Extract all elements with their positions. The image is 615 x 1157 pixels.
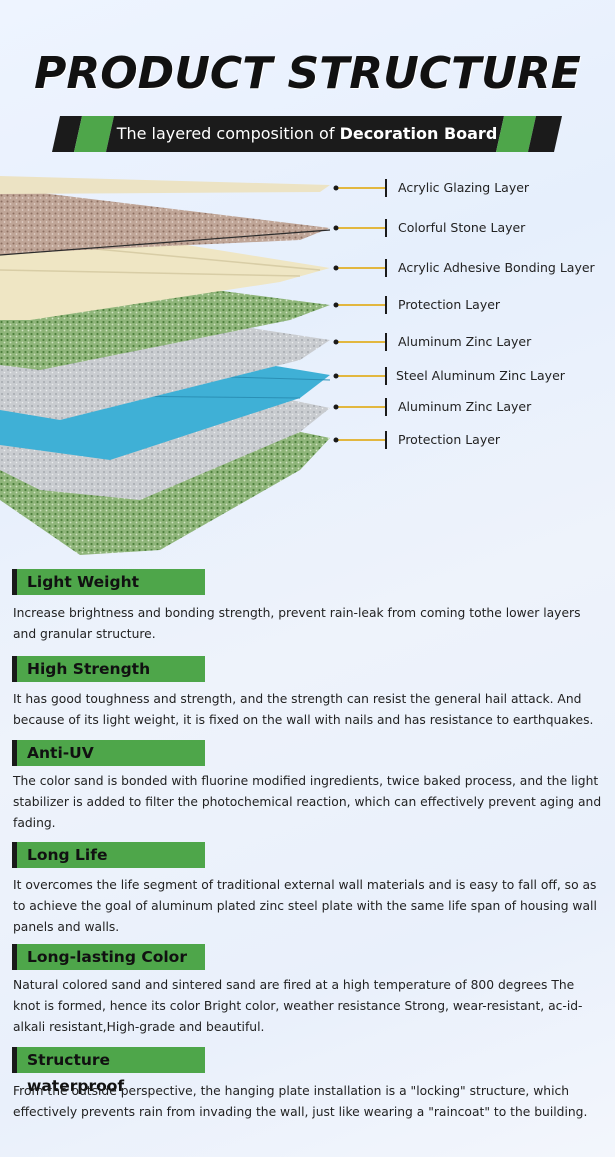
feature-description: Increase brightness and bonding strength… [13, 606, 581, 641]
feature-description: From the outside perspective, the hangin… [13, 1084, 588, 1119]
page-title: PRODUCT STRUCTURE [34, 48, 581, 99]
feature-heading: Anti-UV [12, 740, 205, 766]
feature-description: The color sand is bonded with fluorine m… [13, 774, 602, 830]
layer-label-acrylic-adhesive: Acrylic Adhesive Bonding Layer [398, 260, 595, 275]
banner-text-prefix: The layered composition of [116, 124, 340, 143]
banner-shape [52, 116, 562, 152]
layer-label-aluminum-zinc-1: Aluminum Zinc Layer [398, 334, 532, 349]
feature-heading: Structure waterproof [12, 1047, 205, 1095]
callout-lines [336, 187, 385, 441]
layer-label-protection-2: Protection Layer [398, 432, 501, 447]
layer-label-steel-aluminum-zinc: Steel Aluminum Zinc Layer [396, 368, 565, 383]
banner-text-bold: Decoration Board [339, 124, 498, 143]
feature-heading-text: Light Weight [27, 573, 140, 591]
feature-description: Natural colored sand and sintered sand a… [13, 978, 583, 1034]
feature-heading: Long-lasting Color [12, 944, 205, 970]
feature-heading-text: Structure waterproof [27, 1051, 125, 1095]
feature-heading-text: Long-lasting Color [27, 948, 187, 966]
feature-heading: Light Weight [12, 569, 205, 595]
layer-label-protection-1: Protection Layer [398, 297, 501, 312]
feature-heading: Long Life [12, 842, 205, 868]
layer-illustration [0, 176, 387, 555]
layer-diagram: Acrylic Glazing Layer Colorful Stone Lay… [0, 170, 615, 560]
banner-text: The layered composition of Decoration Bo… [52, 116, 562, 152]
feature-description: It has good toughness and strength, and … [13, 692, 594, 727]
feature-heading: High Strength [12, 656, 205, 682]
feature-heading-text: Long Life [27, 846, 108, 864]
feature-description: It overcomes the life segment of traditi… [13, 878, 597, 934]
layer-label-aluminum-zinc-2: Aluminum Zinc Layer [398, 399, 532, 414]
feature-heading-text: Anti-UV [27, 744, 94, 762]
layer-label-acrylic-glazing: Acrylic Glazing Layer [398, 180, 530, 195]
layer-label-colorful-stone: Colorful Stone Layer [398, 220, 526, 235]
subtitle-banner: The layered composition of Decoration Bo… [52, 116, 562, 152]
feature-heading-text: High Strength [27, 660, 151, 678]
